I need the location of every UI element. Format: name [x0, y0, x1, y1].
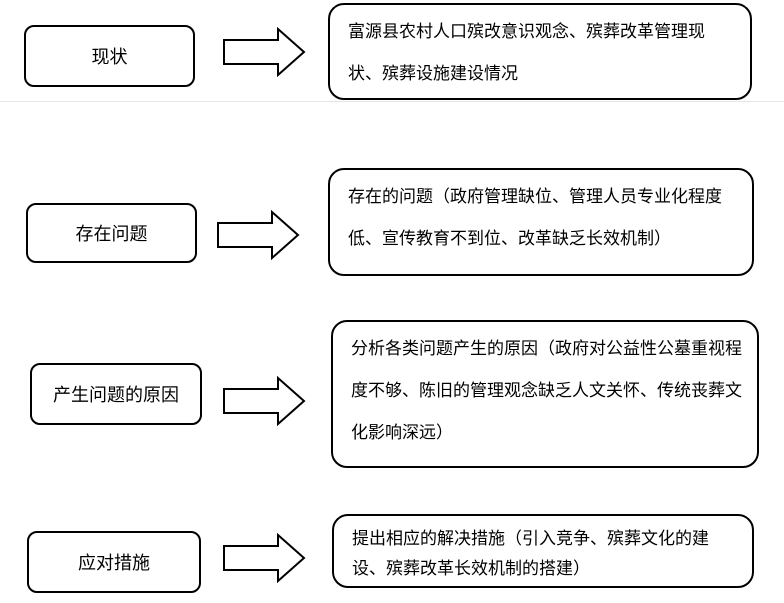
step-label-box-measures: 应对措施 [27, 531, 201, 593]
arrow-right-icon [216, 210, 300, 260]
page-divider [0, 101, 784, 102]
step-description-box-status: 富源县农村人口殡改意识观念、殡葬改革管理现状、殡葬设施建设情况 [328, 3, 752, 100]
arrow-right-icon [222, 533, 306, 583]
step-description-status: 富源县农村人口殡改意识观念、殡葬改革管理现状、殡葬设施建设情况 [348, 22, 705, 84]
step-label-box-status: 现状 [24, 25, 195, 87]
step-description-box-causes: 分析各类问题产生的原因（政府对公益性公墓重视程度不够、陈旧的管理观念缺乏人文关怀… [331, 320, 759, 468]
arrow-right-icon [222, 27, 306, 77]
step-description-box-measures: 提出相应的解决措施（引入竞争、殡葬文化的建设、殡葬改革长效机制的搭建） [332, 514, 754, 588]
step-description-box-problems: 存在的问题（政府管理缺位、管理人员专业化程度低、宣传教育不到位、改革缺乏长效机制… [328, 168, 754, 276]
step-description-problems: 存在的问题（政府管理缺位、管理人员专业化程度低、宣传教育不到位、改革缺乏长效机制… [348, 187, 722, 249]
step-label-problems: 存在问题 [75, 224, 148, 245]
step-label-measures: 应对措施 [78, 553, 150, 574]
step-description-measures: 提出相应的解决措施（引入竞争、殡葬文化的建设、殡葬改革长效机制的搭建） [352, 529, 709, 579]
step-label-causes: 产生问题的原因 [53, 385, 179, 406]
step-label-box-causes: 产生问题的原因 [30, 363, 202, 425]
step-label-status: 现状 [91, 47, 128, 68]
arrow-right-icon [222, 376, 306, 426]
step-label-box-problems: 存在问题 [26, 203, 197, 263]
step-description-causes: 分析各类问题产生的原因（政府对公益性公墓重视程度不够、陈旧的管理观念缺乏人文关怀… [351, 339, 742, 443]
